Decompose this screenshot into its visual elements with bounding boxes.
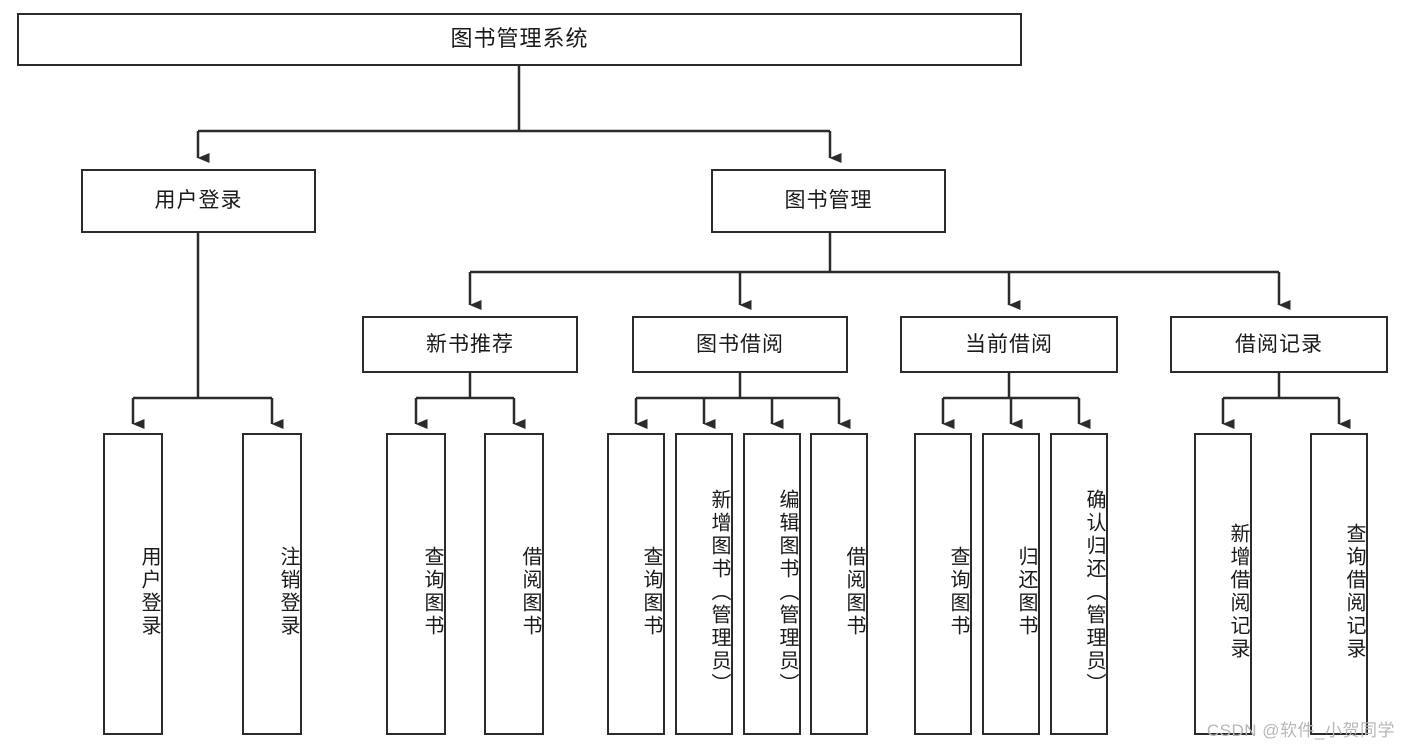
leaf-book-borrow-query[interactable]: 查询图书 [607,433,665,735]
leaf-current-borrow-query[interactable]: 查询图书 [914,433,972,735]
node-user-login[interactable]: 用户登录 [81,169,316,233]
leaf-borrow-record-add[interactable]: 新增借阅记录 [1194,433,1252,735]
node-label: 编辑图书（管理员） [776,488,798,696]
node-label: 图书管理系统 [450,26,589,52]
node-book-borrow[interactable]: 图书借阅 [632,316,848,373]
node-label: 图书借阅 [696,332,784,356]
node-root-system[interactable]: 图书管理系统 [17,13,1022,66]
node-label: 查询图书 [640,546,662,638]
leaf-book-borrow-borrow[interactable]: 借阅图书 [810,433,868,735]
node-book-management[interactable]: 图书管理 [711,169,946,233]
leaf-new-book-query[interactable]: 查询图书 [386,433,446,735]
node-label: 借阅图书 [519,546,541,638]
node-label: 新增图书（管理员） [708,488,730,696]
watermark: CSDN @软件_小贺同学 [1206,721,1395,740]
leaf-book-borrow-add[interactable]: 新增图书（管理员） [675,433,733,735]
node-label: 新增借阅记录 [1227,523,1249,661]
node-label: 借阅记录 [1235,332,1323,356]
node-label: 借阅图书 [843,546,865,638]
leaf-user-login-logout[interactable]: 注销登录 [242,433,302,735]
leaf-current-borrow-confirm-return[interactable]: 确认归还（管理员） [1050,433,1108,735]
node-current-borrow[interactable]: 当前借阅 [900,316,1118,373]
node-label: 注销登录 [277,546,299,638]
node-label: 查询图书 [421,546,443,638]
node-label: 图书管理 [784,189,873,213]
leaf-borrow-record-query[interactable]: 查询借阅记录 [1310,433,1368,735]
node-label: 查询借阅记录 [1343,523,1365,661]
leaf-book-borrow-edit[interactable]: 编辑图书（管理员） [743,433,801,735]
node-borrow-record[interactable]: 借阅记录 [1170,316,1388,373]
node-label: 用户登录 [138,546,160,638]
node-label: 归还图书 [1015,546,1037,638]
node-label: 用户登录 [154,189,243,213]
node-label: 新书推荐 [426,332,514,356]
leaf-user-login-login[interactable]: 用户登录 [103,433,163,735]
leaf-new-book-borrow[interactable]: 借阅图书 [484,433,544,735]
leaf-current-borrow-return[interactable]: 归还图书 [982,433,1040,735]
node-label: 确认归还（管理员） [1083,488,1105,696]
node-label: 当前借阅 [965,332,1053,356]
node-label: 查询图书 [947,546,969,638]
node-new-book-recommend[interactable]: 新书推荐 [362,316,578,373]
